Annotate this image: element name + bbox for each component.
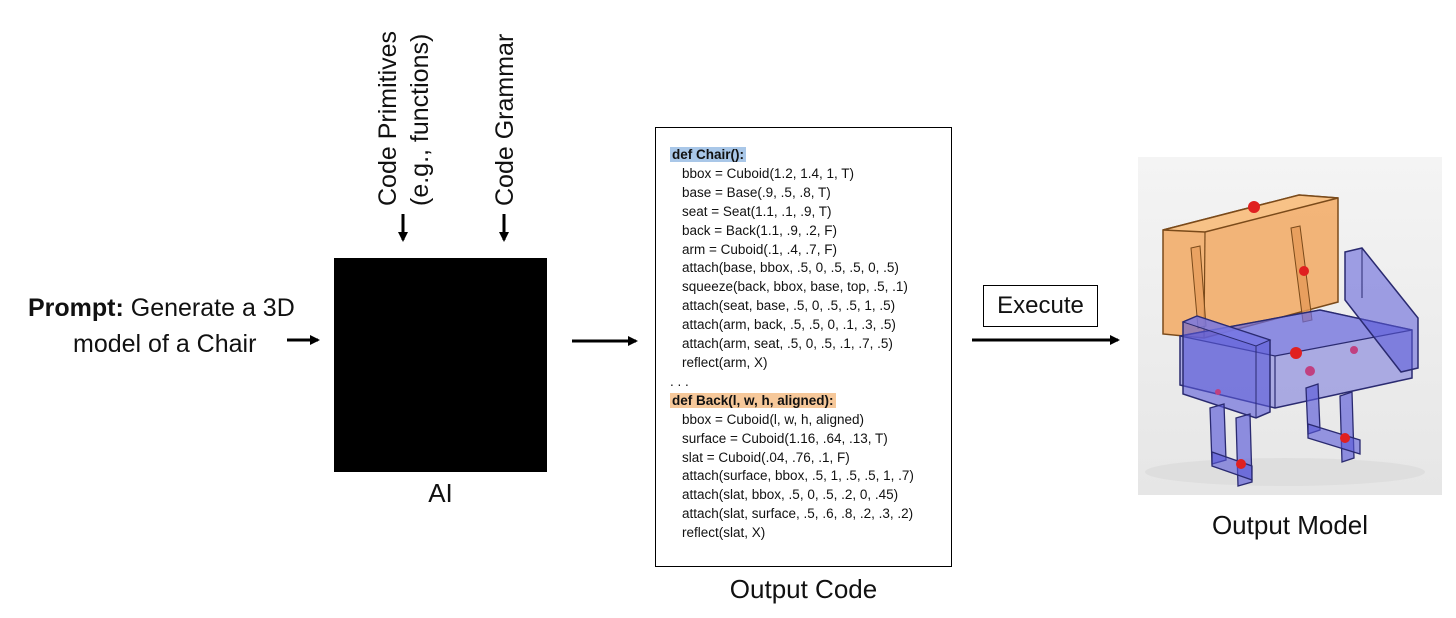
- prompt-text-line2: model of a Chair: [73, 330, 257, 358]
- output-code-box: def Chair(): bbox = Cuboid(1.2, 1.4, 1, …: [655, 127, 952, 567]
- chair-code-line: attach(arm, back, .5, .5, 0, .1, .3, .5): [682, 317, 896, 333]
- chair-code-line: squeeze(back, bbox, base, top, .5, .1): [682, 279, 908, 295]
- chair-code-line: reflect(arm, X): [682, 354, 768, 370]
- ai-label: AI: [428, 478, 453, 508]
- back-code-line: bbox = Cuboid(l, w, h, aligned): [682, 411, 864, 427]
- chair-code-line: back = Back(1.1, .9, .2, F): [682, 222, 837, 238]
- execute-label-box: Execute: [983, 285, 1098, 327]
- ai-black-box: [334, 258, 547, 472]
- prompt-label: Prompt:: [28, 294, 124, 322]
- code-listing: def Chair(): bbox = Cuboid(1.2, 1.4, 1, …: [670, 146, 914, 543]
- code-ellipsis: . . .: [670, 373, 689, 389]
- chair-def-header: def Chair():: [670, 147, 746, 162]
- chair-model-render: [1138, 157, 1442, 495]
- chair-code-line: base = Base(.9, .5, .8, T): [682, 184, 831, 200]
- chair-code-line: attach(seat, base, .5, 0, .5, .5, 1, .5): [682, 298, 896, 314]
- chair-code-line: arm = Cuboid(.1, .4, .7, F): [682, 241, 837, 257]
- chair-code-line: attach(base, bbox, .5, 0, .5, .5, 0, .5): [682, 260, 899, 276]
- back-def-header: def Back(l, w, h, aligned):: [670, 392, 836, 408]
- back-code-line: slat = Cuboid(.04, .76, .1, F): [682, 449, 850, 465]
- back-code-line: reflect(slat, X): [682, 525, 766, 541]
- back-code-line: attach(slat, surface, .5, .6, .8, .2, .3…: [682, 506, 914, 522]
- back-code-line: attach(surface, bbox, .5, 1, .5, .5, 1, …: [682, 468, 914, 484]
- back-code-line: surface = Cuboid(1.16, .64, .13, T): [682, 430, 888, 446]
- chair-code-line: bbox = Cuboid(1.2, 1.4, 1, T): [682, 165, 854, 181]
- output-code-label: Output Code: [729, 574, 878, 604]
- prompt-text: Prompt: Generate a 3D model of a Chair: [28, 290, 328, 362]
- chair-code-line: attach(arm, seat, .5, 0, .5, .1, .7, .5): [682, 336, 893, 352]
- output-model-label: Output Model: [1211, 510, 1369, 540]
- prompt-text-line1: Generate a 3D: [123, 294, 295, 322]
- chair-code-line: seat = Seat(1.1, .1, .9, T): [682, 203, 832, 219]
- back-code-line: attach(slat, bbox, .5, 0, .5, .2, 0, .45…: [682, 487, 899, 503]
